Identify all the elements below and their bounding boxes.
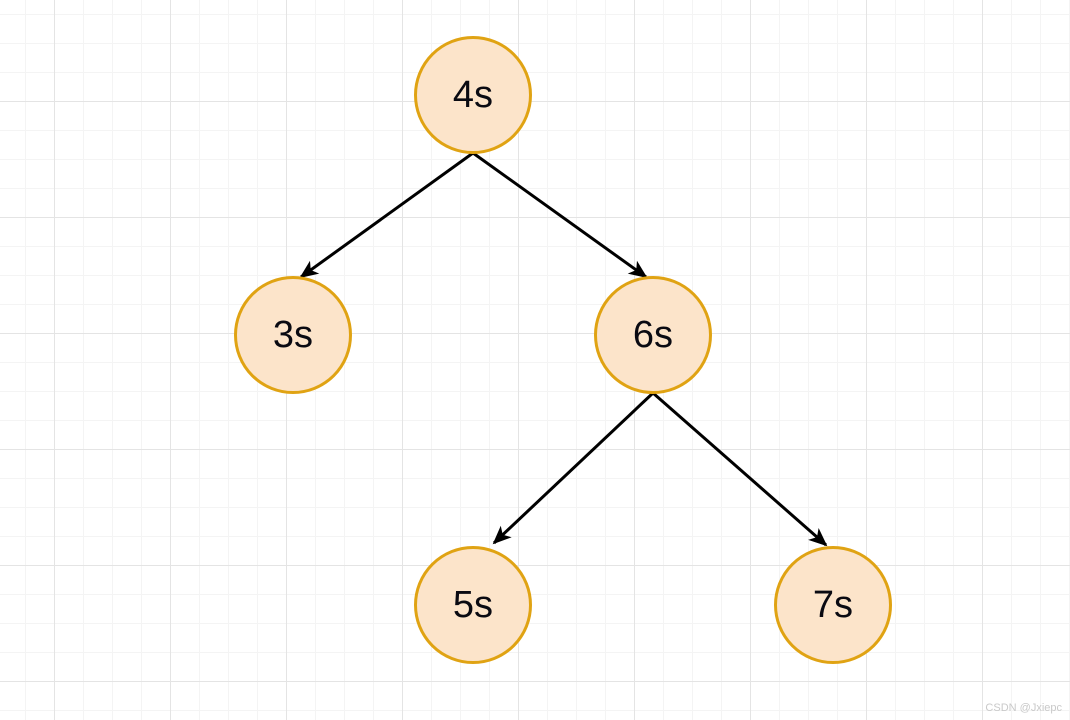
tree-node-3s[interactable]: 3s [234,276,352,394]
edge-6s-to-7s [652,391,828,547]
edge-6s-to-5s [492,391,655,545]
tree-node-6s[interactable]: 6s [594,276,712,394]
tree-node-label: 4s [452,74,494,116]
tree-node-label: 7s [812,584,854,626]
tree-node-label: 3s [272,314,314,356]
tree-node-5s[interactable]: 5s [414,546,532,664]
tree-node-label: 6s [632,314,674,356]
watermark-text: CSDN @Jxiepc [985,702,1062,714]
tree-node-label: 5s [452,584,494,626]
tree-node-7s[interactable]: 7s [774,546,892,664]
edge-4s-to-3s [299,151,474,279]
tree-node-4s[interactable]: 4s [414,36,532,154]
edge-4s-to-6s [472,151,648,279]
